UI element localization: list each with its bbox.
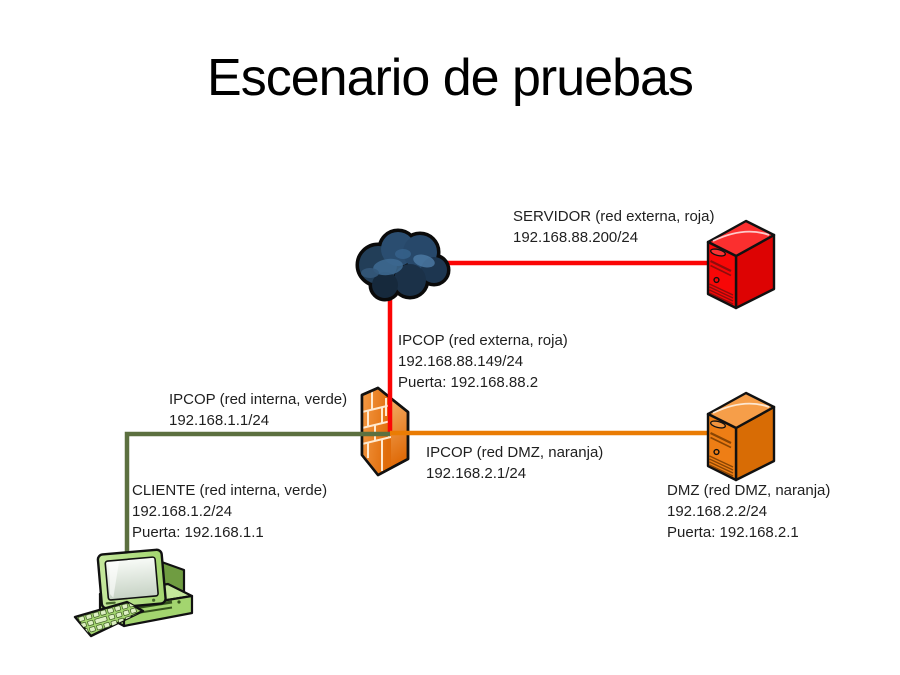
cliente-name: CLIENTE (red interna, verde) (132, 482, 328, 499)
dmz-gateway: Puerta: 192.168.2.1 (667, 524, 799, 541)
ipcop-externa-ip: 192.168.88.149/24 (398, 353, 524, 370)
label-dmz: DMZ (red DMZ, naranja) 192.168.2.2/24 Pu… (667, 480, 830, 543)
label-servidor: SERVIDOR (red externa, roja) 192.168.88.… (513, 206, 714, 248)
client-monitor (96, 548, 167, 610)
ipcop-dmz-ip: 192.168.2.1/24 (426, 465, 527, 482)
ipcop-externa-gateway: Puerta: 192.168.88.2 (398, 374, 539, 391)
servidor-ip: 192.168.88.200/24 (513, 229, 639, 246)
cliente-ip: 192.168.1.2/24 (132, 503, 233, 520)
dmz-ip: 192.168.2.2/24 (667, 503, 768, 520)
connection-lines (124, 260, 714, 562)
cliente-gateway: Puerta: 192.168.1.1 (132, 524, 264, 541)
ipcop-interna-ip: 192.168.1.1/24 (169, 412, 270, 429)
ipcop-interna-name: IPCOP (red interna, verde) (169, 391, 348, 408)
slide-title: Escenario de pruebas (207, 49, 694, 107)
label-ipcop-interna: IPCOP (red interna, verde) 192.168.1.1/2… (169, 389, 347, 431)
red-server-icon (706, 219, 776, 310)
green-internal-line (124, 431, 390, 562)
dmz-name: DMZ (red DMZ, naranja) (667, 482, 831, 499)
label-cliente: CLIENTE (red interna, verde) 192.168.1.2… (132, 480, 327, 543)
orange-server-icon (706, 391, 776, 482)
ipcop-dmz-name: IPCOP (red DMZ, naranja) (426, 444, 604, 461)
label-ipcop-dmz: IPCOP (red DMZ, naranja) 192.168.2.1/24 (426, 442, 603, 484)
client-computer-icon (73, 548, 194, 638)
label-ipcop-externa: IPCOP (red externa, roja) 192.168.88.149… (398, 330, 568, 393)
cloud-icon (355, 228, 451, 302)
ipcop-externa-name: IPCOP (red externa, roja) (398, 332, 568, 349)
servidor-name: SERVIDOR (red externa, roja) (513, 208, 715, 225)
